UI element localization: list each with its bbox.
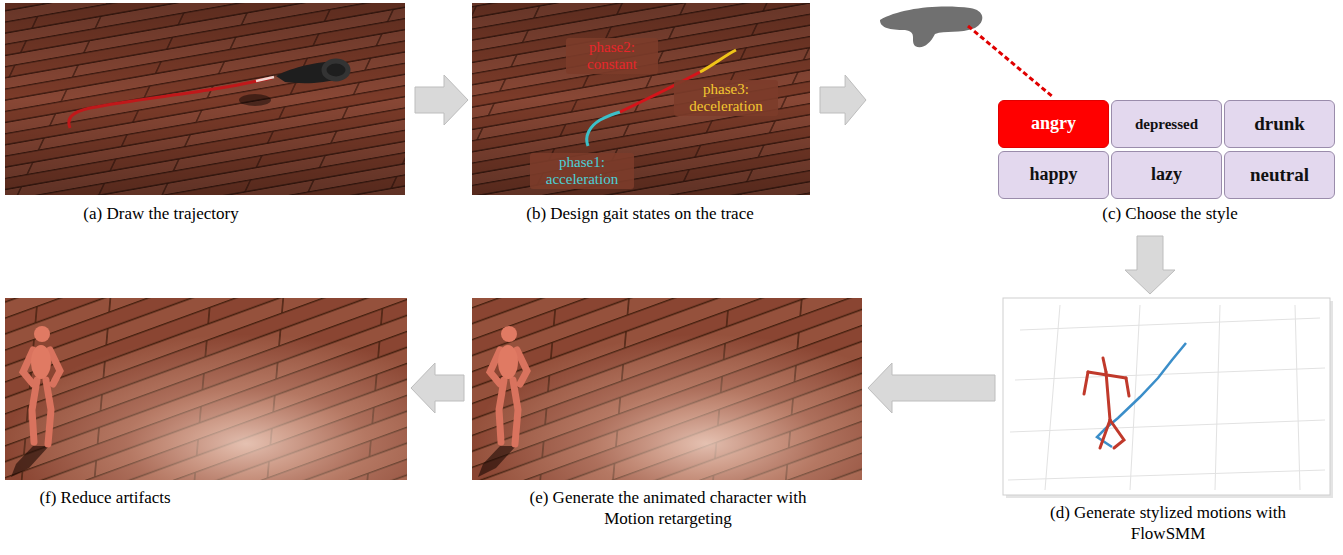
trajectory-tip [256, 77, 274, 81]
figure-panel: (d) Generate stylized motions with FlowS… [1003, 298, 1333, 548]
panel-d-image [1003, 298, 1333, 498]
label-holder: phase2: constant [566, 38, 658, 74]
style-name: neutral [1250, 165, 1309, 186]
figure-panel: (a) Draw the trajectory [5, 3, 407, 228]
panel-b-image [472, 3, 810, 195]
style-button: lazy [1111, 151, 1222, 199]
figure-panel: (f) Reduce artifacts [5, 298, 407, 518]
pointer-ray [968, 26, 1053, 97]
style-button: drunk [1224, 100, 1335, 148]
floor-glare [472, 298, 862, 480]
style-button: happy [998, 151, 1109, 199]
panel-e-image [472, 298, 862, 480]
label-holder: phase3: deceleration [674, 80, 778, 116]
figure-panel: (e) Generate the animated character with… [472, 298, 864, 548]
figure-panel: (c) Choose the style angry depressed drunk h… [870, 0, 1336, 228]
trace-phase3 [700, 50, 736, 72]
plot-box [1003, 298, 1330, 495]
vr-controller [880, 7, 982, 48]
controller-shadow [239, 94, 271, 106]
trace-phase1 [587, 112, 620, 146]
phase-label: phase1: acceleration [530, 153, 634, 189]
grid [1008, 305, 1325, 490]
wood-floor [5, 298, 407, 480]
style-button: depressed [1111, 100, 1222, 148]
phase-label: phase2: constant [566, 38, 658, 74]
flow-arrow [1125, 236, 1175, 294]
panel-caption: (b) Design gait states on the trace [475, 203, 805, 224]
panel-caption: (a) Draw the trajectory [21, 203, 301, 224]
phase-label: phase3: deceleration [674, 80, 778, 116]
style-button: angry [998, 100, 1109, 148]
wood-floor [472, 298, 862, 480]
style-name: lazy [1151, 165, 1182, 185]
wood-floor [472, 3, 810, 195]
flow-arrow [411, 363, 464, 413]
vr-controller-ring [324, 61, 348, 79]
floor-shade [472, 3, 810, 195]
panel-a-image [5, 3, 405, 195]
root-trajectory [1097, 343, 1186, 447]
flow-arrow [868, 363, 995, 413]
vr-controller [276, 62, 347, 84]
style-name: happy [1029, 165, 1077, 185]
panel-caption: (d) Generate stylized motions with FlowS… [1048, 502, 1288, 544]
flow-arrow [820, 75, 866, 125]
panel-caption: (c) Choose the style [1045, 203, 1295, 224]
panel-c-image [880, 7, 1053, 98]
trajectory [69, 78, 272, 128]
character [11, 326, 60, 477]
panel-caption: (f) Reduce artifacts [5, 487, 205, 508]
panel-caption: (e) Generate the animated character with… [523, 487, 813, 529]
wood-floor [5, 3, 405, 195]
flow-arrow [415, 75, 468, 125]
style-button: neutral [1224, 151, 1335, 199]
stick-figure [1084, 358, 1129, 448]
panel-f-image [5, 298, 407, 480]
character [478, 326, 527, 477]
style-name: drunk [1254, 114, 1305, 135]
label-holder: phase1: acceleration [530, 153, 634, 189]
floor-glare [5, 298, 407, 480]
style-name: angry [1031, 114, 1076, 134]
style-name: depressed [1135, 116, 1198, 133]
floor-shade [5, 3, 405, 195]
